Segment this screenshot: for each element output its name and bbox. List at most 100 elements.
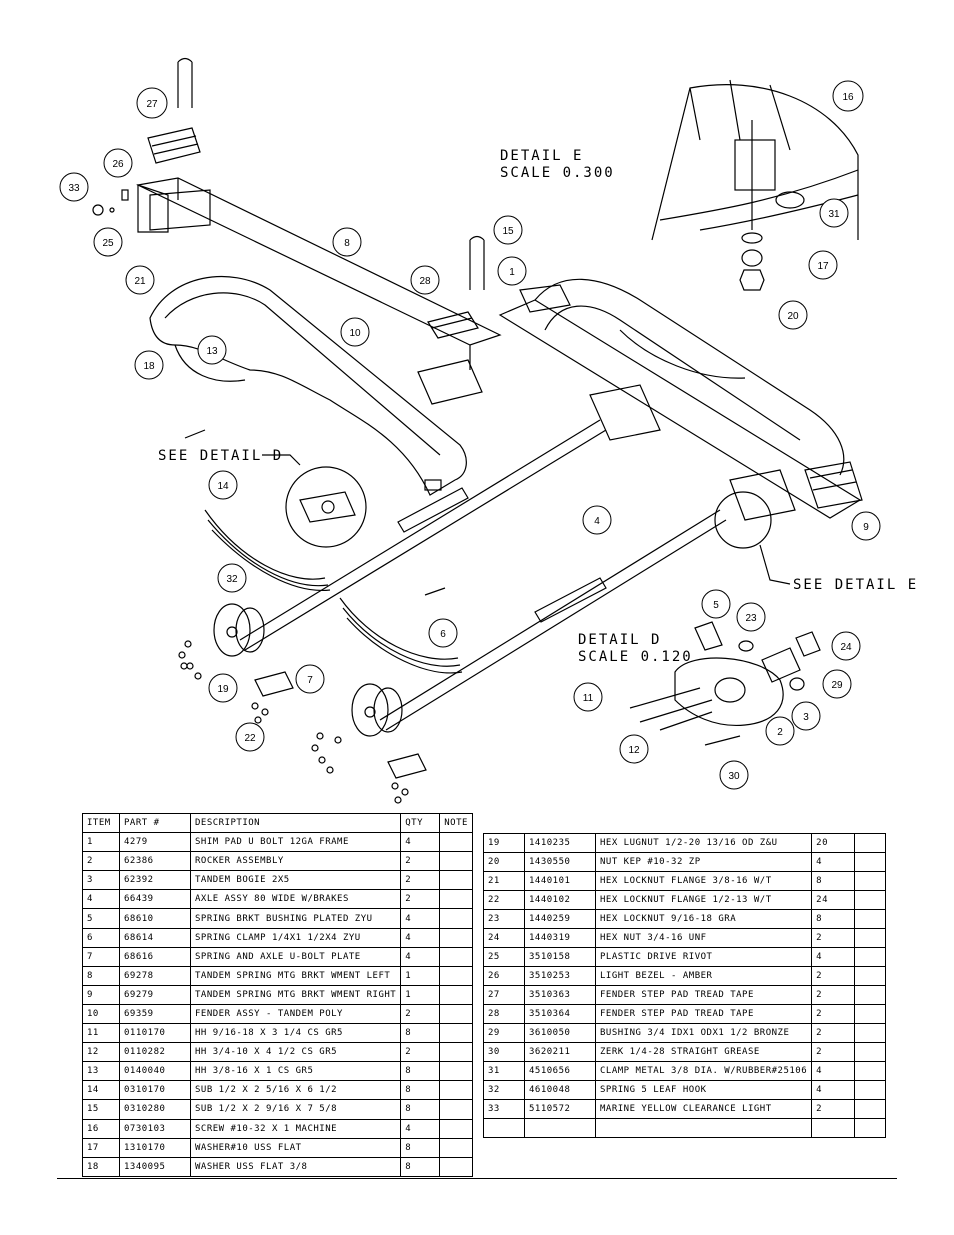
table-cell: 16 — [82, 1118, 120, 1139]
table-cell: 8 — [400, 1099, 441, 1120]
table-cell: 69278 — [119, 965, 191, 986]
table-cell: SUB 1/2 X 2 5/16 X 6 1/2 — [189, 1080, 402, 1101]
balloon-11: 11 — [573, 682, 603, 712]
table-cell: 32 — [483, 1080, 525, 1100]
table-cell — [811, 1118, 856, 1138]
table-cell: BUSHING 3/4 IDX1 ODX1 1/2 BRONZE — [594, 1023, 813, 1043]
table-cell: HEX LOCKNUT FLANGE 3/8-16 W/T — [594, 871, 813, 891]
table-cell: 19 — [483, 833, 525, 853]
balloon-33: 33 — [59, 172, 89, 202]
table-cell: TANDEM SPRING MTG BRKT WMENT RIGHT — [189, 984, 402, 1005]
table-cell: 27 — [483, 985, 525, 1005]
table-cell: TANDEM BOGIE 2X5 — [189, 870, 402, 891]
balloon-18: 18 — [134, 350, 164, 380]
table-cell: 2 — [400, 1003, 441, 1025]
table-cell — [439, 851, 473, 872]
svg-text:1: 1 — [509, 267, 515, 278]
table-cell: 11 — [82, 1023, 120, 1044]
table-cell: 4 — [811, 1061, 856, 1081]
balloon-9: 9 — [851, 511, 881, 541]
table-cell: 3510363 — [524, 985, 596, 1005]
detail-e-view — [651, 79, 859, 291]
table-cell: 0140040 — [119, 1061, 191, 1082]
tandem-bogie — [589, 384, 796, 521]
table-cell: 4 — [811, 1080, 856, 1100]
table-cell: 25 — [483, 947, 525, 967]
table-cell: 8 — [811, 871, 856, 891]
balloon-27: 27 — [136, 87, 168, 119]
svg-text:15: 15 — [502, 226, 514, 237]
see-detail-d: SEE DETAIL D — [158, 448, 283, 464]
table-cell — [854, 966, 887, 986]
table-cell — [439, 1080, 473, 1101]
table-cell: 3610050 — [524, 1023, 596, 1043]
balloon-30: 30 — [719, 760, 749, 790]
table-cell: 1440101 — [524, 871, 596, 891]
table-cell: LIGHT BEZEL - AMBER — [594, 966, 813, 986]
table-cell — [854, 909, 887, 929]
left-spring-bracket — [136, 177, 502, 405]
svg-text:17: 17 — [817, 261, 829, 272]
table-cell: 8 — [400, 1023, 441, 1044]
table-cell: 5 — [82, 908, 120, 929]
balloon-14: 14 — [208, 470, 238, 500]
table-cell — [439, 908, 473, 929]
table-cell: ZERK 1/4-28 STRAIGHT GREASE — [594, 1042, 813, 1062]
table-cell — [483, 1118, 525, 1138]
balloon-5: 5 — [701, 589, 731, 619]
table-cell — [854, 1042, 887, 1062]
svg-text:6: 6 — [440, 629, 446, 640]
balloon-2: 2 — [765, 716, 795, 746]
page-bottom-rule — [57, 1178, 897, 1179]
table-cell: NOTE — [439, 812, 473, 834]
table-cell — [854, 1099, 887, 1119]
table-cell: PLASTIC DRIVE RIVOT — [594, 947, 813, 967]
view-labels: DETAIL E SCALE 0.300 DETAIL D SCALE 0.12… — [158, 148, 916, 665]
balloon-20: 20 — [778, 300, 808, 330]
table-cell: 2 — [400, 870, 441, 891]
svg-text:2: 2 — [777, 727, 783, 738]
svg-text:27: 27 — [146, 99, 158, 110]
detail-e-callout — [714, 491, 772, 549]
table-cell: HEX LOCKNUT 9/16-18 GRA — [594, 909, 813, 929]
table-cell: 1410235 — [524, 833, 596, 853]
table-cell: 4610048 — [524, 1080, 596, 1100]
table-cell: HH 3/8-16 X 1 CS GR5 — [189, 1061, 402, 1082]
table-cell — [854, 1118, 887, 1138]
table-cell — [854, 928, 887, 948]
table-cell: 4 — [400, 832, 441, 853]
hardware-lugnuts — [92, 189, 446, 804]
step-pad-27 — [147, 127, 201, 164]
table-cell: 0730103 — [119, 1118, 191, 1139]
leaf-spring-right — [339, 597, 463, 674]
balloon-25: 25 — [93, 227, 123, 257]
table-cell: 62392 — [119, 870, 191, 891]
table-cell — [854, 1023, 887, 1043]
table-cell: DESCRIPTION — [189, 812, 402, 834]
detail-e-title: DETAIL E — [500, 148, 583, 164]
balloon-6: 6 — [428, 618, 458, 648]
u-bolt-top — [177, 57, 485, 290]
table-cell: 12 — [82, 1042, 120, 1063]
table-cell — [439, 832, 473, 853]
table-cell: 28 — [483, 1004, 525, 1024]
svg-text:23: 23 — [745, 613, 757, 624]
table-cell: WASHER#10 USS FLAT — [189, 1137, 402, 1158]
table-cell: 69279 — [119, 984, 191, 1005]
table-cell: 1440259 — [524, 909, 596, 929]
